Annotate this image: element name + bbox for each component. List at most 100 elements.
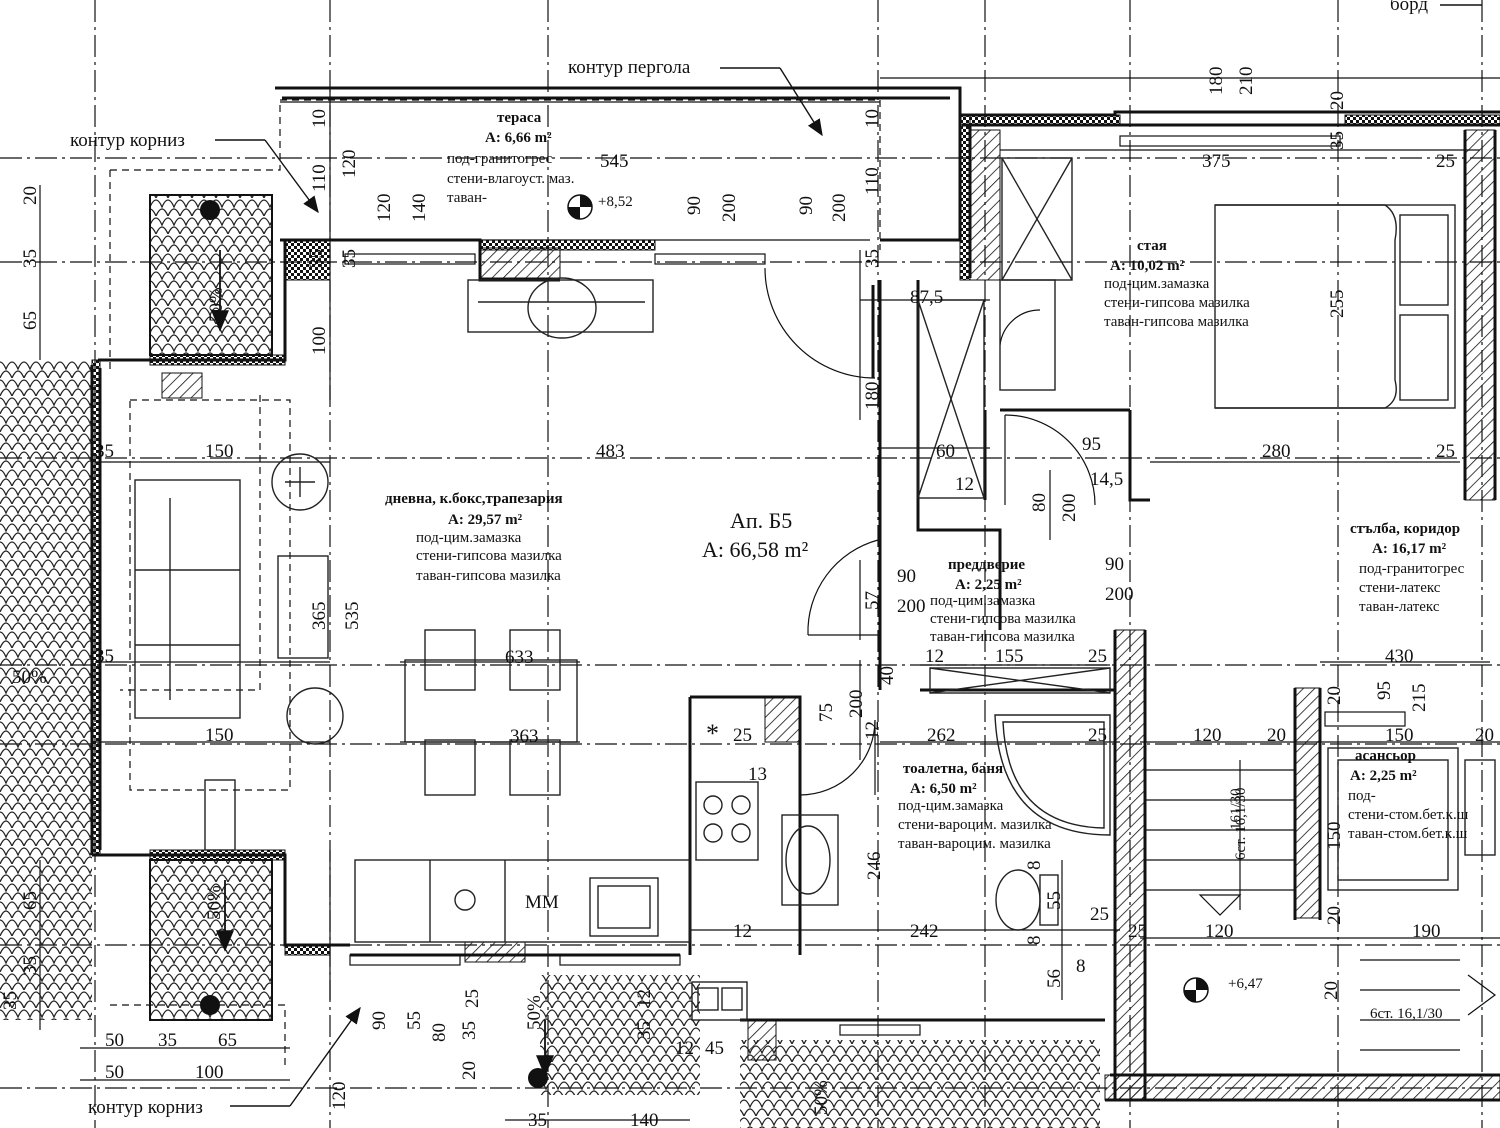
dimension-label: 90 [897,566,916,587]
dimension-label: 200 [897,596,926,617]
dimension-label: 35 [95,646,114,667]
slope-label: 50% [206,287,227,322]
stairs-flight-note: 6ст. 16,1/30 [1233,787,1249,860]
dimension-label: 57 [862,591,883,610]
room-area: А: 2,25 m² [1350,768,1417,784]
brick-wall-hatch [91,114,1500,1101]
dimension-label: 20 [1327,91,1348,110]
dimension-label: 20 [1475,725,1494,746]
dimension-label: 200 [1105,584,1134,605]
dimension-label: 120 [374,194,395,223]
dimension-label: 140 [409,194,430,223]
cornice-label-bottom: контур корниз [88,1097,203,1118]
dimension-label: 8 [1076,956,1086,977]
room-name: стая [1137,238,1167,254]
dimension-label: 40 [877,666,898,685]
dimension-label: 55 [1044,891,1065,910]
dimension-label: 210 [1236,67,1257,96]
dimension-label: 120 [1205,921,1234,942]
dimension-label: 120 [339,150,360,179]
dimension-label: 12 [733,921,752,942]
dimension-label: 35 [528,1110,547,1128]
room-walls: стени-гипсова мазилка [1104,295,1250,311]
room-ceiling: таван-гипсова мазилка [1104,314,1249,330]
room-name: преддверие [948,557,1025,573]
dimension-label: 100 [195,1062,224,1083]
dimension-label: 12 [955,474,974,495]
dimension-label: 95 [1082,434,1101,455]
dimension-label: 180 [862,382,883,411]
dimension-label: 65 [20,311,41,330]
room-stairs: стълба, коридор А: 16,17 m² под-гранитог… [1350,521,1465,615]
dimension-label: 35 [158,1030,177,1051]
furniture [134,157,1497,1051]
dimension-label: 200 [829,194,850,223]
apartment-area: А: 66,58 m² [702,537,809,562]
slope-label: 50% [12,667,47,688]
dimension-label: 430 [1385,646,1414,667]
room-name: тоалетна, баня [903,761,1003,777]
dimension-label: 200 [846,690,867,719]
room-ceiling: таван-гипсова мазилка [416,568,561,584]
dimension-label: 65 [218,1030,237,1051]
dimension-label: 215 [1409,684,1430,713]
dimension-label: 12 [862,721,883,740]
dimension-label: 90 [369,1011,390,1030]
dimension-label: 12 [634,989,655,1008]
room-elevator: асансьор А: 2,25 m² под- стени-стом.бет.… [1348,748,1469,842]
room-walls: стени-вароцим. мазилка [898,817,1052,833]
room-ceiling: таван-латекс [1359,599,1440,615]
cornice-outlines [109,99,881,1070]
dimension-label: 35 [459,1021,480,1040]
room-walls: стени-влагоуст. маз. [447,171,574,187]
dimension-label: 75 [816,703,837,722]
dimension-label: 20 [1324,906,1345,925]
room-floor: под-цим.замазка [416,530,522,546]
dimension-label: 90 [684,196,705,215]
dimension-label: 60 [936,441,955,462]
room-bedroom: стая А: 10,02 m² под-цим.замазка стени-г… [1104,238,1250,330]
mm-label: ММ [525,892,559,913]
slope-label: 50% [811,1080,832,1115]
dimension-label: 375 [1202,151,1231,172]
slope-label: 50% [204,885,225,920]
dimension-label: 150 [1385,725,1414,746]
doors [764,267,1096,796]
dimension-label: 35 [20,956,41,975]
dimension-label: 200 [1059,494,1080,523]
dimension-label: 35 [862,249,883,268]
room-living: дневна, к.бокс,трапезария А: 29,57 m² по… [385,491,563,584]
room-ceiling: таван-вароцим. мазилка [898,836,1051,852]
dimension-label: 10 [309,109,330,128]
dimension-label: 20 [1321,981,1342,1000]
dimension-label: 25 [462,989,483,1008]
dimension-label: 14,5 [1090,469,1123,490]
dimension-label: 87,5 [910,287,943,308]
cornice-label-top: контур корниз [70,130,185,151]
dimension-label: 20 [20,186,41,205]
dimension-label: 25 [1436,441,1455,462]
dimension-label: 25 [1436,151,1455,172]
dimension-label: 25 [1090,904,1109,925]
asterisk-marker: * [706,719,719,748]
dimension-label: 35 [95,441,114,462]
dimension-label: 363 [510,726,539,747]
room-name: асансьор [1355,748,1416,764]
dimension-label: 155 [995,646,1024,667]
dimension-label: 120 [1193,725,1222,746]
dimension-label: 90 [1105,554,1124,575]
dimension-label: 25 [733,725,752,746]
room-walls: стени-гипсова мазилка [930,611,1076,627]
dimension-label: 483 [596,441,625,462]
dimension-label: 120 [329,1082,350,1111]
dimension-label: 535 [342,602,363,631]
room-name: тераса [497,110,542,126]
apartment-name: Ап. Б5 [730,508,792,533]
dimension-label: 25 [1128,921,1147,942]
dimension-label: 242 [910,921,939,942]
room-floor: под-цим.замазка [898,798,1004,814]
dimension-label: 35 [306,249,327,268]
room-floor: под- [1348,788,1376,804]
dimension-label: 190 [1412,921,1441,942]
